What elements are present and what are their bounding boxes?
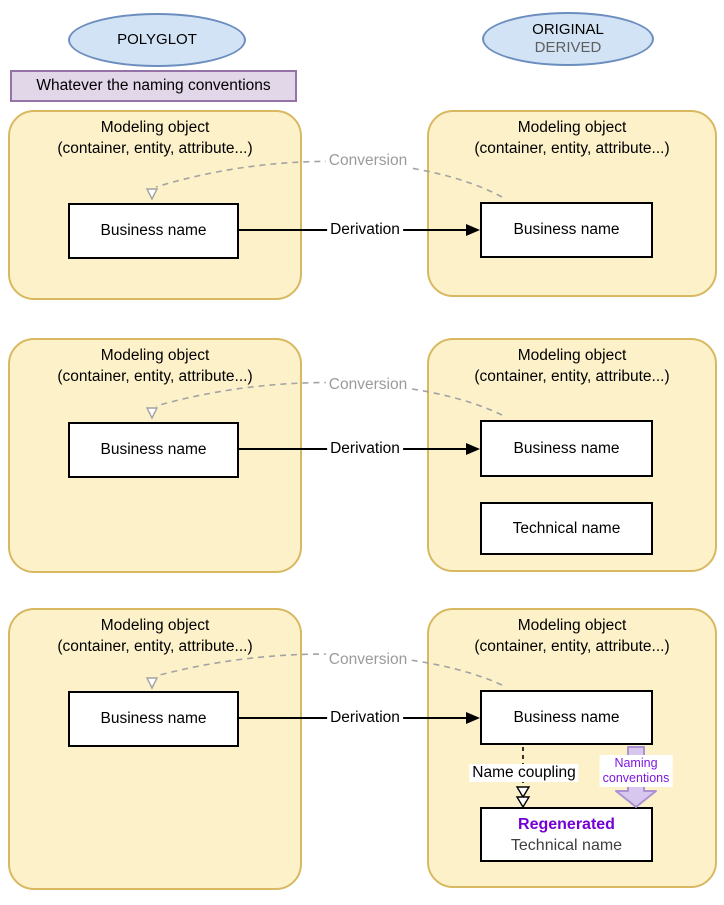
business-name-box-row1-polyglot: Business name <box>68 203 239 259</box>
derivation-label-row2: Derivation <box>327 440 403 458</box>
business-name-label: Business name <box>513 439 620 457</box>
conversion-label-row2: Conversion <box>325 376 411 394</box>
title-line: Modeling object <box>517 347 627 364</box>
naming-conventions-label: Naming conventions <box>599 755 673 787</box>
modeling-object-title-row1-original: Modeling object (container, entity, attr… <box>427 117 717 159</box>
modeling-object-title-row3-original: Modeling object (container, entity, attr… <box>427 615 717 657</box>
regenerated-technical-name-box: Regenerated Technical name <box>480 807 653 862</box>
modeling-object-title-row2-polyglot: Modeling object (container, entity, attr… <box>8 345 302 387</box>
business-name-label: Business name <box>100 222 207 239</box>
derivation-label-row3: Derivation <box>327 709 403 727</box>
conversion-label-row3: Conversion <box>325 651 411 669</box>
business-name-label: Business name <box>513 708 620 726</box>
title-line: Modeling object <box>100 347 210 364</box>
polyglot-ellipse: POLYGLOT <box>68 13 246 67</box>
modeling-object-title-row1-polyglot: Modeling object (container, entity, attr… <box>8 117 302 159</box>
business-name-box-row3-original: Business name <box>480 690 653 745</box>
subtitle-line: (container, entity, attribute...) <box>57 638 253 655</box>
original-label: ORIGINAL <box>532 21 604 38</box>
subtitle-line: (container, entity, attribute...) <box>57 140 253 157</box>
business-name-label: Business name <box>100 710 207 727</box>
regenerated-label: Regenerated <box>518 815 615 833</box>
derived-label: DERIVED <box>534 39 602 56</box>
naming-conventions-note: Whatever the naming conventions <box>10 70 297 102</box>
title-line: Modeling object <box>517 617 627 634</box>
subtitle-line: (container, entity, attribute...) <box>474 638 670 655</box>
conversion-label-row1: Conversion <box>325 152 411 170</box>
name-coupling-label: Name coupling <box>469 764 579 782</box>
modeling-object-title-row2-original: Modeling object (container, entity, attr… <box>427 345 717 387</box>
polyglot-label: POLYGLOT <box>117 31 197 48</box>
business-name-box-row2-polyglot: Business name <box>68 422 239 478</box>
naming-line2: conventions <box>602 771 670 785</box>
original-derived-ellipse: ORIGINAL DERIVED <box>482 12 654 66</box>
naming-conventions-note-label: Whatever the naming conventions <box>36 77 271 94</box>
modeling-object-title-row3-polyglot: Modeling object (container, entity, attr… <box>8 615 302 657</box>
technical-name-label: Technical name <box>510 836 623 854</box>
business-name-box-row1-original: Business name <box>480 202 653 258</box>
title-line: Modeling object <box>517 119 627 136</box>
subtitle-line: (container, entity, attribute...) <box>474 140 670 157</box>
technical-name-box-row2-original: Technical name <box>480 502 653 555</box>
technical-name-label: Technical name <box>512 519 621 537</box>
business-name-label: Business name <box>100 441 207 458</box>
subtitle-line: (container, entity, attribute...) <box>474 368 670 385</box>
naming-line1: Naming <box>614 756 658 770</box>
business-name-box-row3-polyglot: Business name <box>68 691 239 747</box>
derivation-label-row1: Derivation <box>327 221 403 239</box>
title-line: Modeling object <box>100 119 210 136</box>
title-line: Modeling object <box>100 617 210 634</box>
business-name-label: Business name <box>513 221 620 238</box>
subtitle-line: (container, entity, attribute...) <box>57 368 253 385</box>
business-name-box-row2-original: Business name <box>480 420 653 477</box>
